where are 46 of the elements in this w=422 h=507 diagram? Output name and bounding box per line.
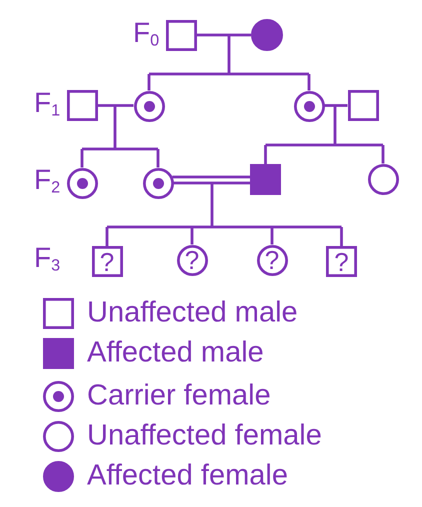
open-circle-symbol: ? [256, 244, 288, 276]
open-circle-symbol [368, 164, 398, 194]
descent-line [80, 149, 84, 168]
descent-line [308, 74, 310, 90]
descent-line [270, 227, 274, 244]
generation-label: F$_{1}$ [34, 89, 60, 119]
descent-line [382, 145, 384, 164]
legend-label: Carrier female [87, 382, 271, 410]
mating-line [174, 182, 212, 184]
mating-line [172, 176, 250, 178]
generation-label: F$_{2}$ [34, 166, 60, 196]
generation-label: F$_{0}$ [133, 19, 160, 49]
dotted-circle-symbol [134, 90, 164, 122]
descent-line [264, 104, 384, 146]
generation-label: F$_{3}$ [34, 244, 60, 274]
open-square-symbol [66, 90, 98, 120]
descent-line [106, 227, 108, 246]
dotted-circle-symbol [294, 90, 324, 122]
mating-line [229, 34, 251, 36]
filled-circle-symbol [251, 19, 283, 51]
descent-line [156, 149, 160, 168]
filled-square-symbol [250, 164, 281, 195]
mating-line [324, 104, 335, 107]
descent-line [148, 74, 150, 90]
dotted-circle-symbol [66, 168, 98, 198]
mating-line [98, 104, 115, 107]
open-square-symbol: ? [92, 246, 122, 277]
open-square-symbol [348, 90, 378, 120]
descent-line [148, 34, 310, 76]
open-square-symbol: ? [326, 246, 357, 277]
legend-label: Affected female [87, 462, 288, 490]
descent-line [190, 227, 194, 244]
mating-line [212, 182, 250, 184]
descent-line [264, 145, 267, 164]
legend-label: Unaffected female [87, 422, 322, 450]
descent-line [80, 104, 160, 150]
mating-line [335, 104, 348, 107]
descent-line [340, 227, 343, 246]
dotted-circle-symbol [142, 168, 174, 198]
legend-label: Affected male [87, 338, 264, 368]
mating-line [196, 34, 229, 36]
open-square-symbol [166, 20, 196, 50]
descent-line [106, 182, 343, 228]
mating-line [115, 104, 134, 107]
open-circle-symbol: ? [176, 244, 208, 276]
legend-label: Unaffected male [87, 298, 298, 328]
